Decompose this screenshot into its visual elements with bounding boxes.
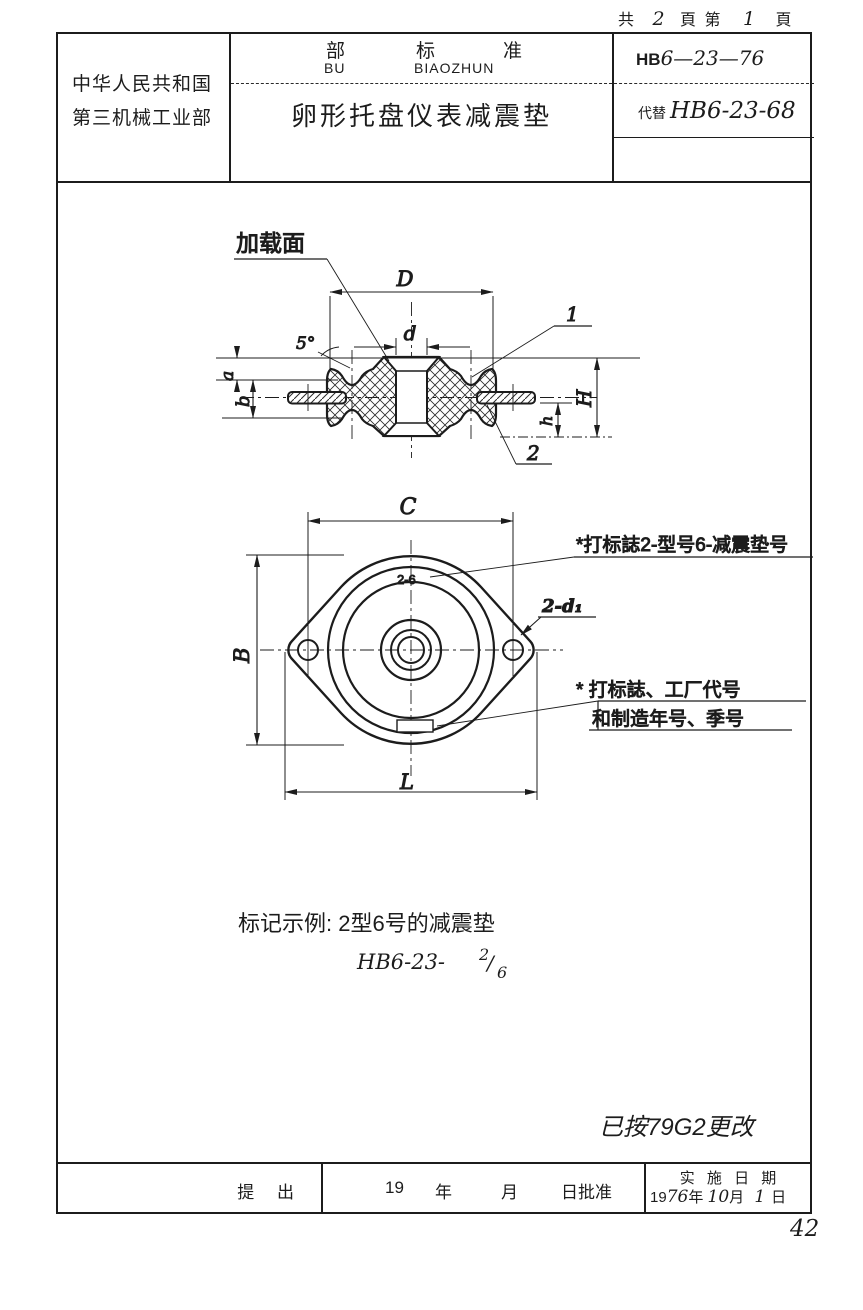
std-cn-2: 标 [416,41,436,62]
bolt-hole-left [297,639,319,661]
marking-note-bottom-2: 和制造年号、季号 [592,708,744,730]
plan-centerlines [260,540,563,776]
sheet-unit-1: 頁 [680,12,698,29]
plan-view: C B L 2-d₁ 2-6 *打标誌2-型号6-减震垫号 * 打标誌、工厂代号… [230,495,813,800]
marking-plate [396,719,434,733]
center-bore [381,356,442,437]
approval-year-label: 年 [435,1183,452,1202]
standard-number-prefix: HB [636,50,661,69]
angle-arc [320,346,340,357]
sheet-info: 共 2 頁 第 1 頁 [618,6,828,30]
impl-year-hand: 76 [666,1187,689,1207]
dim-C-label: C [400,495,417,520]
example-code-numerator: 2 [478,945,489,964]
approval-day-label: 日批准 [561,1183,612,1202]
document-frame: 中华人民共和国 第三机械工业部 部 标 准 BU BIAOZHUN 卵形托盘仪表… [56,32,814,1214]
holes-label: 2-d₁ [541,596,582,617]
example-code-denominator: 6 [497,963,507,982]
outer-ring [326,565,496,735]
replaces-value: HB6-23-68 [670,98,796,124]
cross-section-view: 加载面 D d 5° a b H h 1 2 [216,230,640,466]
sheet-unit-2: 頁 [775,12,793,29]
plan-dimension-lines [254,518,542,795]
sheet-page-label: 第 [704,12,722,29]
example-label: 标记示例: 2型6号的减震垫 [238,911,495,936]
std-cn-1: 部 [326,41,346,62]
impl-year-print: 19 [650,1189,667,1206]
document-title: 卵形托盘仪表减震垫 [290,101,552,131]
loading-surface-label: 加载面 [236,230,305,256]
title-block: 中华人民共和国 第三机械工业部 部 标 准 BU BIAOZHUN 卵形托盘仪表… [58,34,814,183]
page-number: 42 [790,1216,820,1242]
standard-type-cell: 部 标 准 BU BIAOZHUN 卵形托盘仪表减震垫 [231,34,614,181]
hub-circle-bore [397,636,425,664]
impl-day-hand: 1 [754,1187,766,1207]
plan-leaders [429,556,813,731]
standard-number-row: HB6—23—76 [614,34,814,84]
approval-cell: 19 年 月 日批准 [323,1164,646,1212]
marking-note-bottom-1: * 打标誌、工厂代号 [576,679,741,701]
inner-ring [341,580,481,720]
section-dimension-lines [234,289,600,438]
sheet-total-label: 共 [618,12,636,29]
marking-example: 标记示例: 2型6号的减震垫 HB6-23- 2 / 6 [238,911,507,982]
issuer-cell: 中华人民共和国 第三机械工业部 [58,34,231,181]
revision-note: 已按79G2更改 [599,1114,757,1141]
std-pinyin-1: BU [324,60,346,76]
implementation-label: 实 施 日 期 [679,1170,781,1187]
dim-L-label: L [399,770,414,794]
angle-leg [317,351,351,369]
issuer-line1: 中华人民共和国 [72,74,213,95]
submit-label: 提 出 [237,1183,303,1202]
dim-B-label: B [230,648,254,664]
approval-year-digits: 19 [385,1178,404,1197]
hole-centerlines [307,624,514,676]
oval-pad-outline [287,555,535,745]
dim-h-label: h [537,416,556,426]
std-pinyin-2: BIAOZHUN [414,60,495,76]
issuer-line2: 第三机械工业部 [72,108,213,129]
angle-label: 5° [296,334,315,354]
standard-type-row: 部 标 准 BU BIAOZHUN [231,34,612,84]
impl-year-unit: 年 [688,1189,704,1206]
example-code-slash: / [485,951,496,975]
callout-1: 1 [566,302,579,326]
dim-b-label: b [233,395,254,407]
dim-a-label: a [218,371,238,381]
hub-circle-mid [390,629,432,671]
hub-circle-outer [379,618,443,682]
flange-plates-section [287,384,536,411]
std-cn-3: 准 [503,41,523,62]
standard-number-value: 6—23—76 [660,46,765,70]
impl-month-unit: 月 [729,1189,745,1206]
example-code-prefix: HB6-23- [356,950,445,974]
bolt-hole-right [502,639,524,661]
callout-2: 2 [526,441,540,465]
model-mark: 2-6 [397,572,416,587]
impl-day-unit: 日 [771,1189,787,1206]
dim-d-label: d [404,321,417,345]
section-leaders [234,258,592,465]
marking-note-top: *打标誌2-型号6-减震垫号 [576,534,788,556]
dim-D-label: D [396,267,414,291]
plan-extension-lines [246,512,538,800]
approval-month-label: 月 [501,1183,518,1202]
sheet-total-value: 2 [652,8,666,30]
sheet-page-value: 1 [742,8,757,30]
submit-cell: 提 出 [58,1164,323,1212]
replaces-label: 代替 [638,105,666,121]
impl-month-hand: 10 [707,1187,730,1207]
dim-H-label: H [572,389,596,408]
